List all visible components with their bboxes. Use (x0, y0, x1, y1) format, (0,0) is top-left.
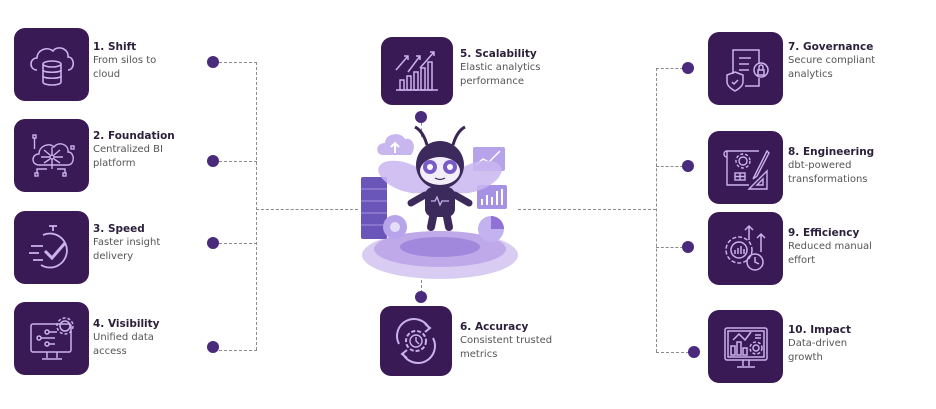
gear-clock-cycle-icon (396, 318, 436, 364)
bee-mascot-icon (361, 125, 518, 279)
step-description: dbt-powered transformations (788, 160, 868, 185)
connector-10 (656, 352, 694, 353)
tile-foundation (14, 119, 89, 192)
step-title: Governance (802, 41, 874, 53)
step-description: Faster insight delivery (93, 237, 161, 262)
tile-visibility (14, 302, 89, 375)
connector-2 (219, 161, 257, 162)
blueprint-gear-icon (722, 149, 770, 190)
node-dot-10 (688, 346, 700, 358)
step-description: Unified data access (93, 332, 154, 357)
step-9-label: 9. Efficiency Reduced manual effort (788, 227, 908, 268)
tile-scalability (381, 37, 453, 105)
step-description: Secure compliant analytics (788, 55, 876, 80)
step-number: 7. (788, 41, 800, 53)
connector-1 (219, 62, 257, 63)
monitor-gear-icon (29, 316, 74, 360)
step-8-label: 8. Engineering dbt-powered transformatio… (788, 146, 908, 187)
step-title: Visibility (107, 318, 160, 330)
document-lock-shield-icon (725, 48, 769, 92)
step-5-label: 5. Scalability Elastic analytics perform… (460, 48, 580, 89)
bee-mascot-illustration (355, 117, 525, 287)
step-number: 8. (788, 146, 803, 158)
step-title: Efficiency (802, 227, 860, 239)
step-6-label: 6. Accuracy Consistent trusted metrics (460, 321, 580, 362)
step-title: Scalability (474, 48, 537, 60)
connector-left-trunk (256, 62, 257, 350)
node-dot-7 (682, 62, 694, 74)
gear-clock-arrows-icon (724, 224, 766, 271)
connector-6 (421, 280, 422, 298)
step-title: Impact (810, 324, 851, 336)
connector-5 (421, 117, 422, 137)
cloud-database-icon (29, 46, 74, 86)
step-title: Engineering (802, 146, 875, 158)
step-description: Centralized BI platform (93, 144, 163, 169)
node-dot-5 (415, 111, 427, 123)
connector-left-center (256, 209, 358, 210)
monitor-analytics-icon (723, 326, 768, 368)
tile-impact (708, 310, 783, 383)
connector-4 (219, 350, 257, 351)
tile-governance (708, 32, 783, 105)
step-title: Foundation (107, 130, 175, 142)
connector-8 (656, 166, 688, 167)
node-dot-4 (207, 341, 219, 353)
step-number: 1. (93, 41, 105, 53)
step-3-label: 3. Speed Faster insight delivery (93, 223, 213, 264)
step-number: 9. (788, 227, 800, 239)
step-number: 10. (788, 324, 807, 336)
node-dot-6 (415, 291, 427, 303)
connector-right-trunk (656, 68, 657, 352)
tile-engineering (708, 131, 783, 204)
step-number: 3. (93, 223, 105, 235)
step-title: Speed (107, 223, 145, 235)
step-description: From silos to cloud (93, 55, 157, 80)
tile-shift (14, 28, 89, 101)
connector-7 (656, 68, 688, 69)
tile-speed (14, 211, 89, 284)
step-7-label: 7. Governance Secure compliant analytics (788, 41, 908, 82)
step-description: Elastic analytics performance (460, 62, 541, 87)
stopwatch-check-icon (28, 224, 68, 268)
step-description: Data-driven growth (788, 338, 848, 363)
step-number: 2. (93, 130, 105, 142)
tile-efficiency (708, 212, 783, 285)
node-dot-2 (207, 155, 219, 167)
growth-chart-icon (395, 51, 438, 91)
step-description: Consistent trusted metrics (460, 335, 553, 360)
step-10-label: 10. Impact Data-driven growth (788, 324, 908, 365)
step-number: 5. (460, 48, 472, 60)
step-number: 6. (460, 321, 472, 333)
node-dot-1 (207, 56, 219, 68)
step-title: Shift (107, 41, 137, 53)
step-number: 4. (93, 318, 105, 330)
tile-accuracy (380, 306, 452, 376)
connector-3 (219, 243, 257, 244)
connector-9 (656, 247, 688, 248)
connector-right-center (518, 209, 656, 210)
node-dot-9 (682, 241, 694, 253)
node-dot-8 (682, 160, 694, 172)
step-title: Accuracy (474, 321, 529, 333)
step-description: Reduced manual effort (788, 241, 872, 266)
cloud-network-icon (31, 133, 75, 177)
step-2-label: 2. Foundation Centralized BI platform (93, 130, 213, 171)
node-dot-3 (207, 237, 219, 249)
step-1-label: 1. Shift From silos to cloud (93, 41, 213, 82)
step-4-label: 4. Visibility Unified data access (93, 318, 213, 359)
